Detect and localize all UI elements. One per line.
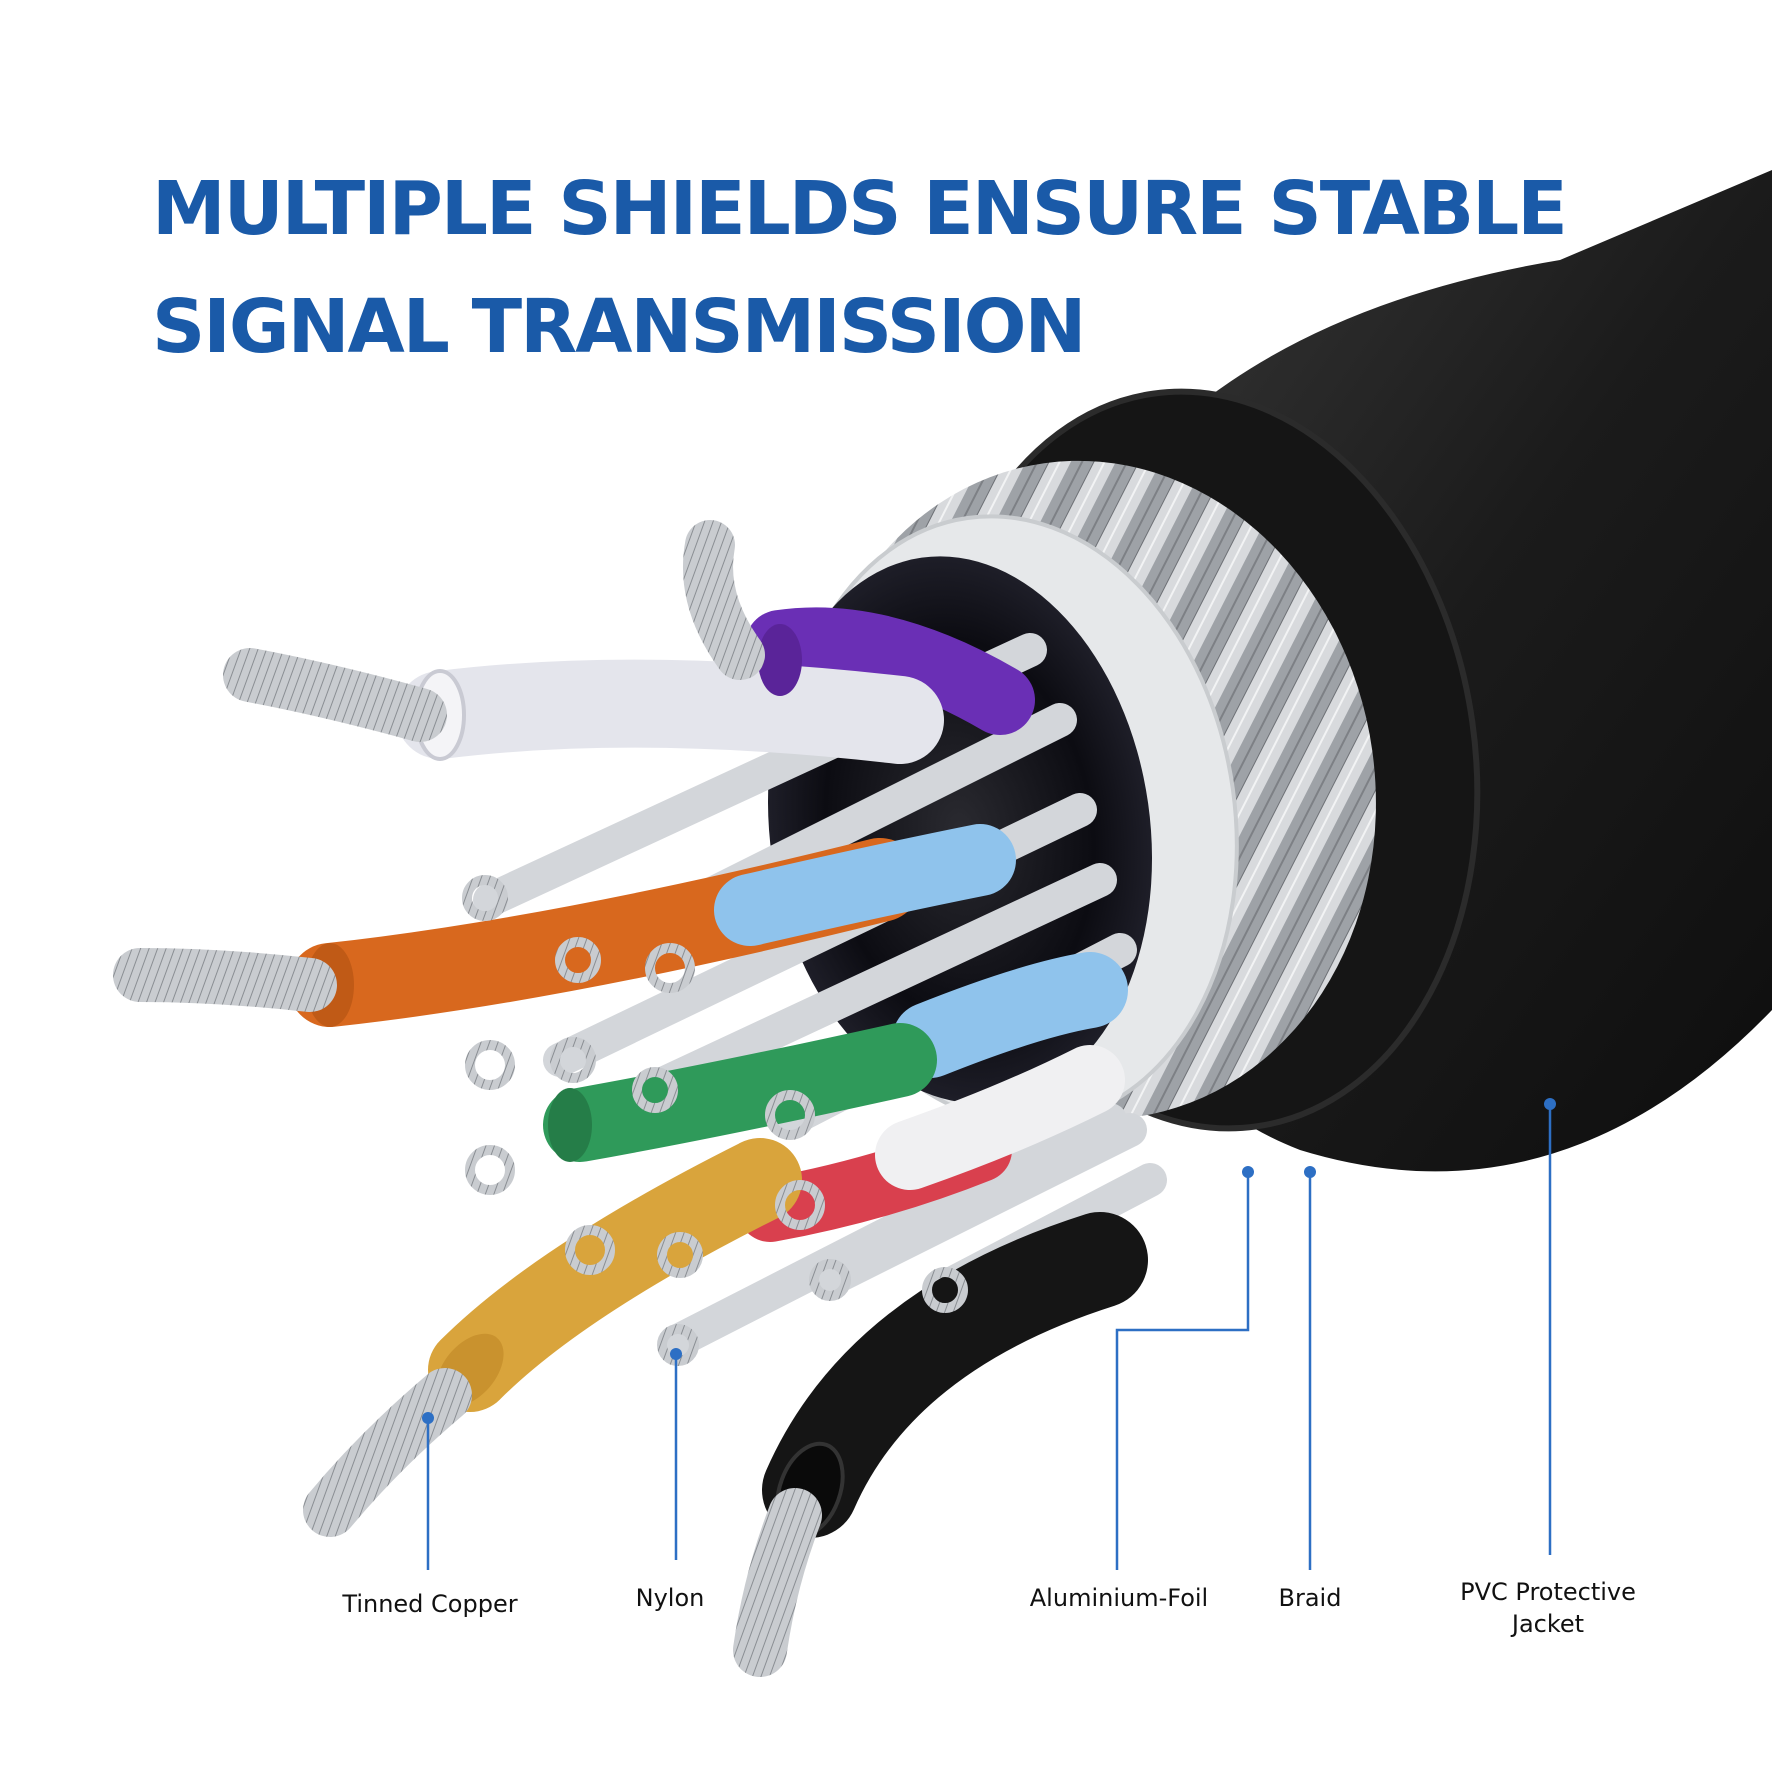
label-braid: Braid [1279, 1584, 1342, 1612]
white-wire [396, 659, 944, 764]
green-wire [543, 1023, 937, 1162]
purple-wire [745, 607, 1035, 735]
label-tinned-copper: Tinned Copper [341, 1590, 517, 1618]
headline-line-1: MULTIPLE SHIELDS ENSURE STABLE [152, 166, 1568, 252]
leader-lines [426, 1104, 1552, 1570]
label-aluminium-foil: Aluminium-Foil [1030, 1584, 1208, 1612]
yellow-wire [428, 1138, 802, 1412]
light-blue-wire [892, 952, 1128, 1078]
label-nylon: Nylon [636, 1584, 705, 1612]
white-wire-2 [875, 1045, 1125, 1190]
blue-wire [714, 824, 1016, 946]
label-pvc-line-2: Jacket [1510, 1610, 1584, 1638]
leader-dots [422, 1098, 1556, 1424]
insulated-wires [288, 607, 1148, 1538]
leader-aluminium-foil [1115, 1172, 1250, 1570]
tinned-copper-strands [113, 520, 968, 1677]
headline-line-2: SIGNAL TRANSMISSION [152, 284, 1086, 370]
headline: MULTIPLE SHIELDS ENSURE STABLE SIGNAL TR… [152, 150, 1568, 386]
black-wire [762, 1212, 1148, 1538]
label-pvc-line-1: PVC Protective [1460, 1578, 1636, 1606]
